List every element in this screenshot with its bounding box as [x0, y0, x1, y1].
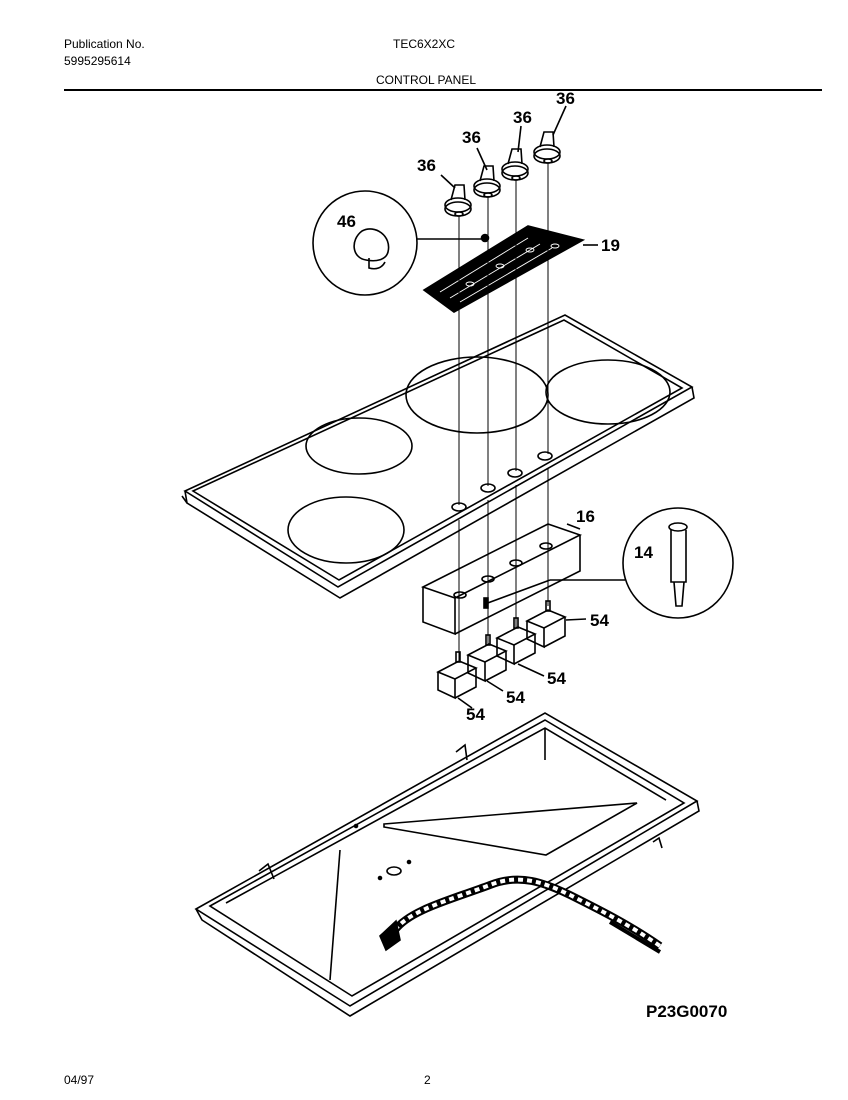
callout-switch-4: 54 — [590, 611, 609, 630]
burner-front-left — [287, 496, 405, 564]
knob-1 — [444, 184, 472, 217]
footer-date: 04/97 — [64, 1073, 95, 1087]
knob-3 — [501, 148, 529, 181]
section-title: CONTROL PANEL — [376, 73, 477, 87]
model-number: TEC6X2XC — [393, 37, 456, 51]
cooktop-glass — [181, 314, 695, 599]
callout-knob-1: 36 — [417, 156, 436, 175]
switch-1 — [436, 651, 478, 700]
burner-rear-right — [545, 359, 671, 425]
header-rule — [64, 89, 822, 91]
callout-knob-4: 36 — [556, 89, 575, 108]
control-overlay-part — [422, 225, 598, 313]
knob-2 — [473, 165, 501, 198]
callout-indicator-light: 14 — [634, 543, 653, 562]
switch-2 — [466, 634, 508, 683]
callout-switch-1: 54 — [466, 705, 485, 724]
knob-4 — [533, 131, 561, 164]
burner-rear-center — [405, 356, 549, 434]
callout-knob-insert: 46 — [337, 212, 356, 231]
callout-switch-2: 54 — [506, 688, 525, 707]
footer-page: 2 — [424, 1073, 431, 1087]
drawing-code: P23G0070 — [646, 1002, 727, 1021]
burner-rear-left — [305, 417, 413, 475]
bottom-pan — [194, 712, 700, 1017]
bracket-part — [420, 523, 583, 636]
callout-knob-3: 36 — [513, 108, 532, 127]
publication-number: 5995295614 — [64, 54, 131, 68]
publication-label: Publication No. — [64, 37, 145, 51]
callout-knob-2: 36 — [462, 128, 481, 147]
switch-3 — [495, 617, 537, 666]
switch-4 — [525, 600, 567, 649]
wiring-harness — [379, 875, 663, 954]
callout-control-overlay: 19 — [601, 236, 620, 255]
callout-bracket: 16 — [576, 507, 595, 526]
knob-insert-detail — [312, 190, 490, 296]
indicator-light-detail — [483, 507, 734, 619]
callout-switch-3: 54 — [547, 669, 566, 688]
